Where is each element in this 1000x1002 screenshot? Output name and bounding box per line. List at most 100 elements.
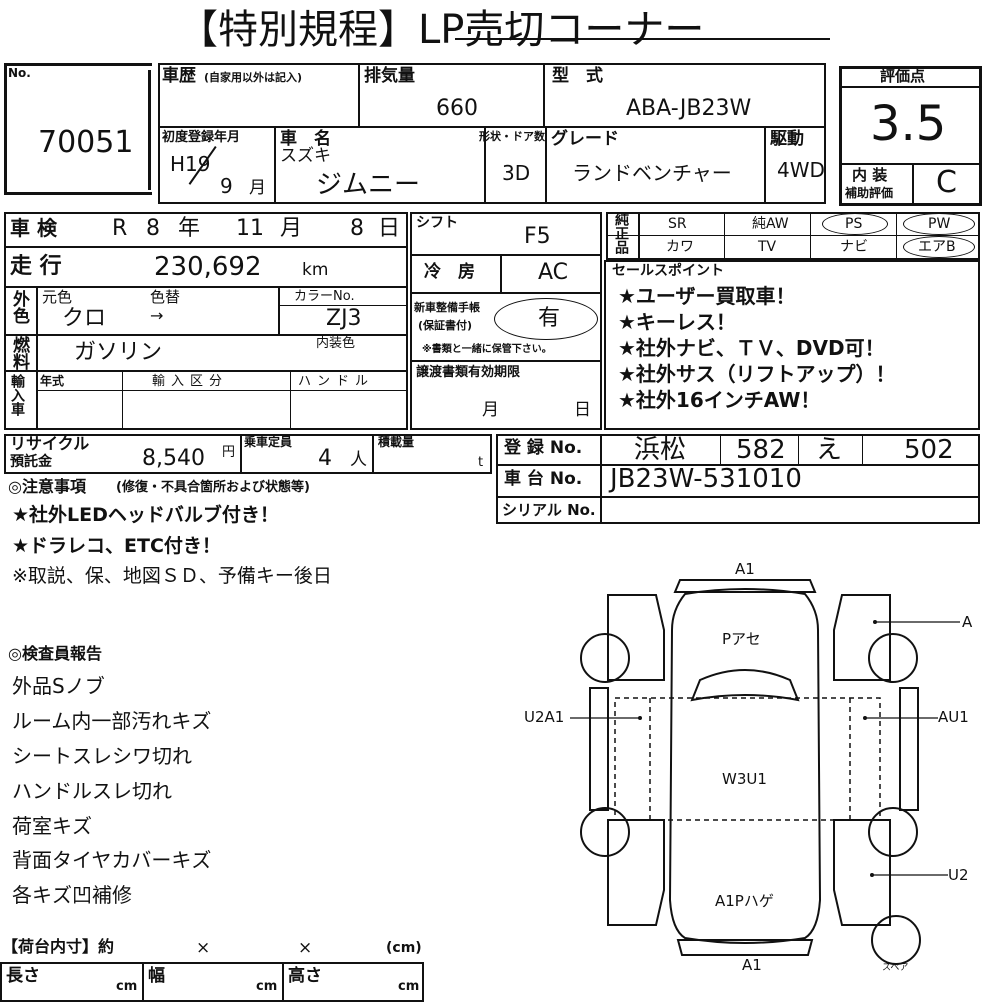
divider xyxy=(278,286,280,334)
dot xyxy=(863,716,867,720)
first-reg-label: 初度登録年月 xyxy=(162,130,241,145)
ac-value: AC xyxy=(538,260,569,285)
divider xyxy=(912,163,914,206)
import-label: 輸入車 xyxy=(9,374,25,416)
divider xyxy=(372,434,374,474)
cargo-x1: × xyxy=(196,938,211,958)
divider xyxy=(358,63,360,126)
diagram-left-side-label: U2A1 xyxy=(524,708,565,726)
divider xyxy=(36,390,408,391)
dot xyxy=(873,620,877,624)
registration-label: 登 録 No. xyxy=(504,438,583,458)
mileage-value: 230,692 xyxy=(154,252,262,282)
serial-label: シリアル No. xyxy=(502,501,596,519)
divider xyxy=(122,370,123,430)
windshield xyxy=(690,669,800,702)
divider xyxy=(278,305,408,306)
diagram-spare-label: スペア xyxy=(882,963,909,973)
warranty-value: 有 xyxy=(538,306,561,331)
genuine-item-airbag: エアB xyxy=(918,239,956,255)
cargo-length-cm: cm xyxy=(116,979,138,994)
genuine-item-sr: SR xyxy=(668,216,687,232)
divider xyxy=(720,434,721,464)
chassis-value: JB23W-531010 xyxy=(610,464,802,494)
import-year-label: 年式 xyxy=(40,374,65,388)
inspector-line-5: 荷室キズ xyxy=(12,814,92,838)
registration-number: 502 xyxy=(904,435,954,465)
sales-point-3: ★社外ナビ、ＴＶ、DVD可！ xyxy=(618,336,885,360)
diagram-hood-label: Pアセ xyxy=(722,630,761,648)
pillar-dashed xyxy=(649,698,851,820)
divider xyxy=(862,434,863,464)
left-rear-quarter xyxy=(607,819,665,926)
exterior-orig: クロ xyxy=(62,306,107,331)
exterior-label: 外色 xyxy=(9,290,29,324)
diagram-right-rear-label: U2 xyxy=(948,866,969,884)
divider xyxy=(4,370,408,372)
score-label: 評価点 xyxy=(880,67,926,85)
genuine-airbag-circle xyxy=(903,236,975,258)
car-body xyxy=(668,588,822,944)
genuine-item-ps: PS xyxy=(845,216,863,232)
sales-point-1: ★ユーザー買取車！ xyxy=(618,284,796,308)
divider xyxy=(4,246,408,248)
color-no-label: カラーNo. xyxy=(294,289,355,304)
genuine-parts-table xyxy=(606,212,980,260)
fuel-value: ガソリン xyxy=(74,340,163,365)
lot-box xyxy=(4,63,152,195)
cargo-width-label: 幅 xyxy=(148,966,165,986)
sales-point-2: ★キーレス！ xyxy=(618,310,736,334)
divider xyxy=(600,434,602,524)
transfer-label: 譲渡書類有効期限 xyxy=(416,365,521,380)
first-reg-month-unit: 月 xyxy=(249,178,266,198)
diagram-back-label: A1Pハゲ xyxy=(715,892,774,910)
handle-label: ハンドル xyxy=(298,374,375,389)
sales-point-5: ★社外16インチAW！ xyxy=(618,388,821,412)
shaken-month-unit: 月 xyxy=(280,216,303,241)
left-front-wheel xyxy=(580,633,630,683)
genuine-item-pw: PW xyxy=(928,216,951,232)
notes-label: ◎注意事項 xyxy=(8,477,86,496)
shift-table xyxy=(410,212,602,430)
car-name-label: 車 名 xyxy=(280,129,331,149)
rear-bumper xyxy=(676,939,814,956)
model-value: ABA-JB23W xyxy=(626,96,752,121)
grade-value: ランドベンチャー xyxy=(572,161,732,185)
spare-wheel xyxy=(871,915,921,965)
divider xyxy=(896,212,897,260)
dot xyxy=(870,873,874,877)
warranty-note: ※書類と一緒に保管下さい。 xyxy=(422,344,552,355)
divider xyxy=(798,434,799,464)
divider xyxy=(4,286,408,288)
model-label: 型 式 xyxy=(552,66,603,86)
divider xyxy=(839,86,982,88)
divider xyxy=(484,126,486,204)
genuine-item-tv: TV xyxy=(758,239,777,255)
transfer-day-unit: 日 xyxy=(574,400,591,420)
divider xyxy=(810,212,811,260)
notes-sub: (修復・不具合箇所および状態等) xyxy=(116,480,310,495)
load-label: 積載量 xyxy=(378,435,415,449)
inspector-line-6: 背面タイヤカバーキズ xyxy=(12,848,212,872)
doors-label: 形状・ドア数 xyxy=(479,130,545,143)
cargo-table xyxy=(0,962,424,1002)
ac-label: 冷 房 xyxy=(424,262,475,282)
warranty-circle xyxy=(494,298,598,340)
divider xyxy=(410,360,602,362)
score-value: 3.5 xyxy=(870,96,947,152)
divider xyxy=(410,292,602,294)
cargo-x2: × xyxy=(298,938,313,958)
shift-value: F5 xyxy=(524,224,551,249)
divider xyxy=(158,126,826,128)
exterior-orig-label: 元色 xyxy=(42,288,73,306)
interior-color-label: 内装色 xyxy=(316,336,356,351)
inspector-label: ◎検査員報告 xyxy=(8,644,102,663)
cargo-unit: (cm) xyxy=(386,940,422,956)
color-no: ZJ3 xyxy=(326,306,362,331)
diagram-right-side-label: AU1 xyxy=(938,708,969,726)
right-front-fender xyxy=(833,594,891,681)
divider xyxy=(496,464,980,466)
genuine-item-aw: 純AW xyxy=(752,216,789,232)
diagram-right-front-label: A xyxy=(962,613,973,631)
divider xyxy=(282,962,284,1000)
